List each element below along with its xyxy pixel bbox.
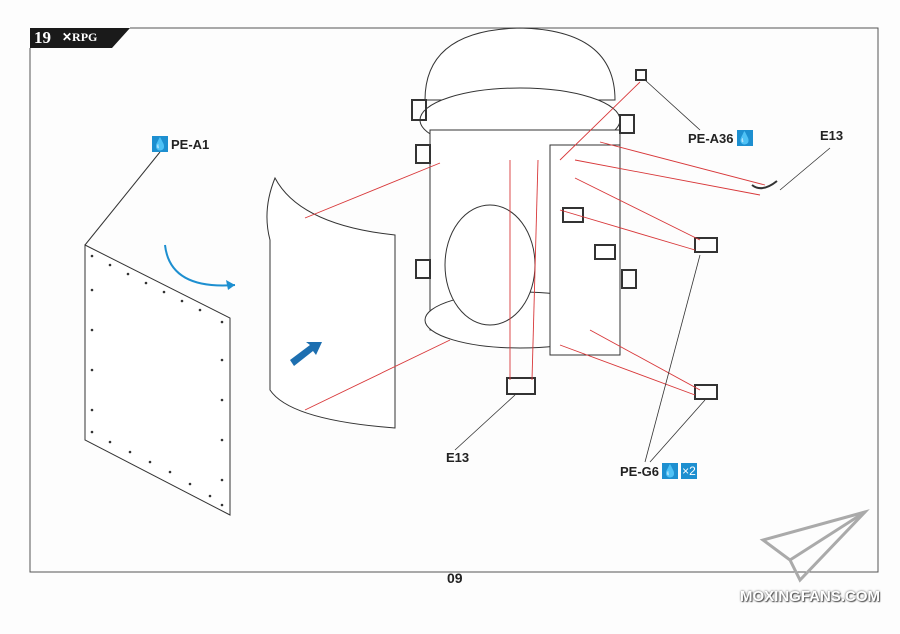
page-frame (29, 27, 879, 573)
step-number: 19 (34, 28, 51, 47)
part-label: PE-A1 (171, 136, 210, 152)
label-pe-a1: 💧 PE-A1 (152, 136, 209, 152)
watermark-logo (759, 509, 870, 583)
panel-rivets (90, 254, 224, 507)
watermark-text: MOXINGFANS.COM (740, 588, 881, 605)
bend-arrowhead (226, 280, 235, 290)
direction-arrow (290, 342, 322, 366)
placement-arrows (304, 81, 766, 411)
part-label: PE-A36 (688, 130, 734, 146)
part-label: PE-G6 (620, 463, 660, 479)
quantity-badge: ×2 (681, 463, 698, 479)
glue-drop-icon: 💧 (662, 463, 679, 479)
part-label: E13 (446, 450, 470, 465)
part-label: E13 (820, 128, 844, 143)
label-pe-a36: PE-A36 💧 (688, 130, 753, 146)
leader-lines (454, 79, 831, 463)
bend-arrow (164, 244, 236, 287)
page-number: 09 (447, 570, 463, 586)
flat-panel-pe-a1 (84, 244, 231, 516)
label-pe-g6: PE-G6 💧 ×2 (620, 463, 698, 479)
panel-strip (549, 144, 621, 356)
label-e13-top: E13 (820, 128, 843, 143)
step-badge (30, 28, 130, 48)
brackets (411, 69, 778, 400)
inner-tank (444, 204, 536, 326)
brand-logo: ✕RPG (62, 30, 98, 44)
curved-panel (266, 176, 396, 429)
glue-drop-icon: 💧 (152, 136, 168, 152)
glue-drop-icon: 💧 (736, 130, 753, 146)
dome (424, 27, 616, 101)
label-e13-bottom: E13 (446, 450, 469, 465)
